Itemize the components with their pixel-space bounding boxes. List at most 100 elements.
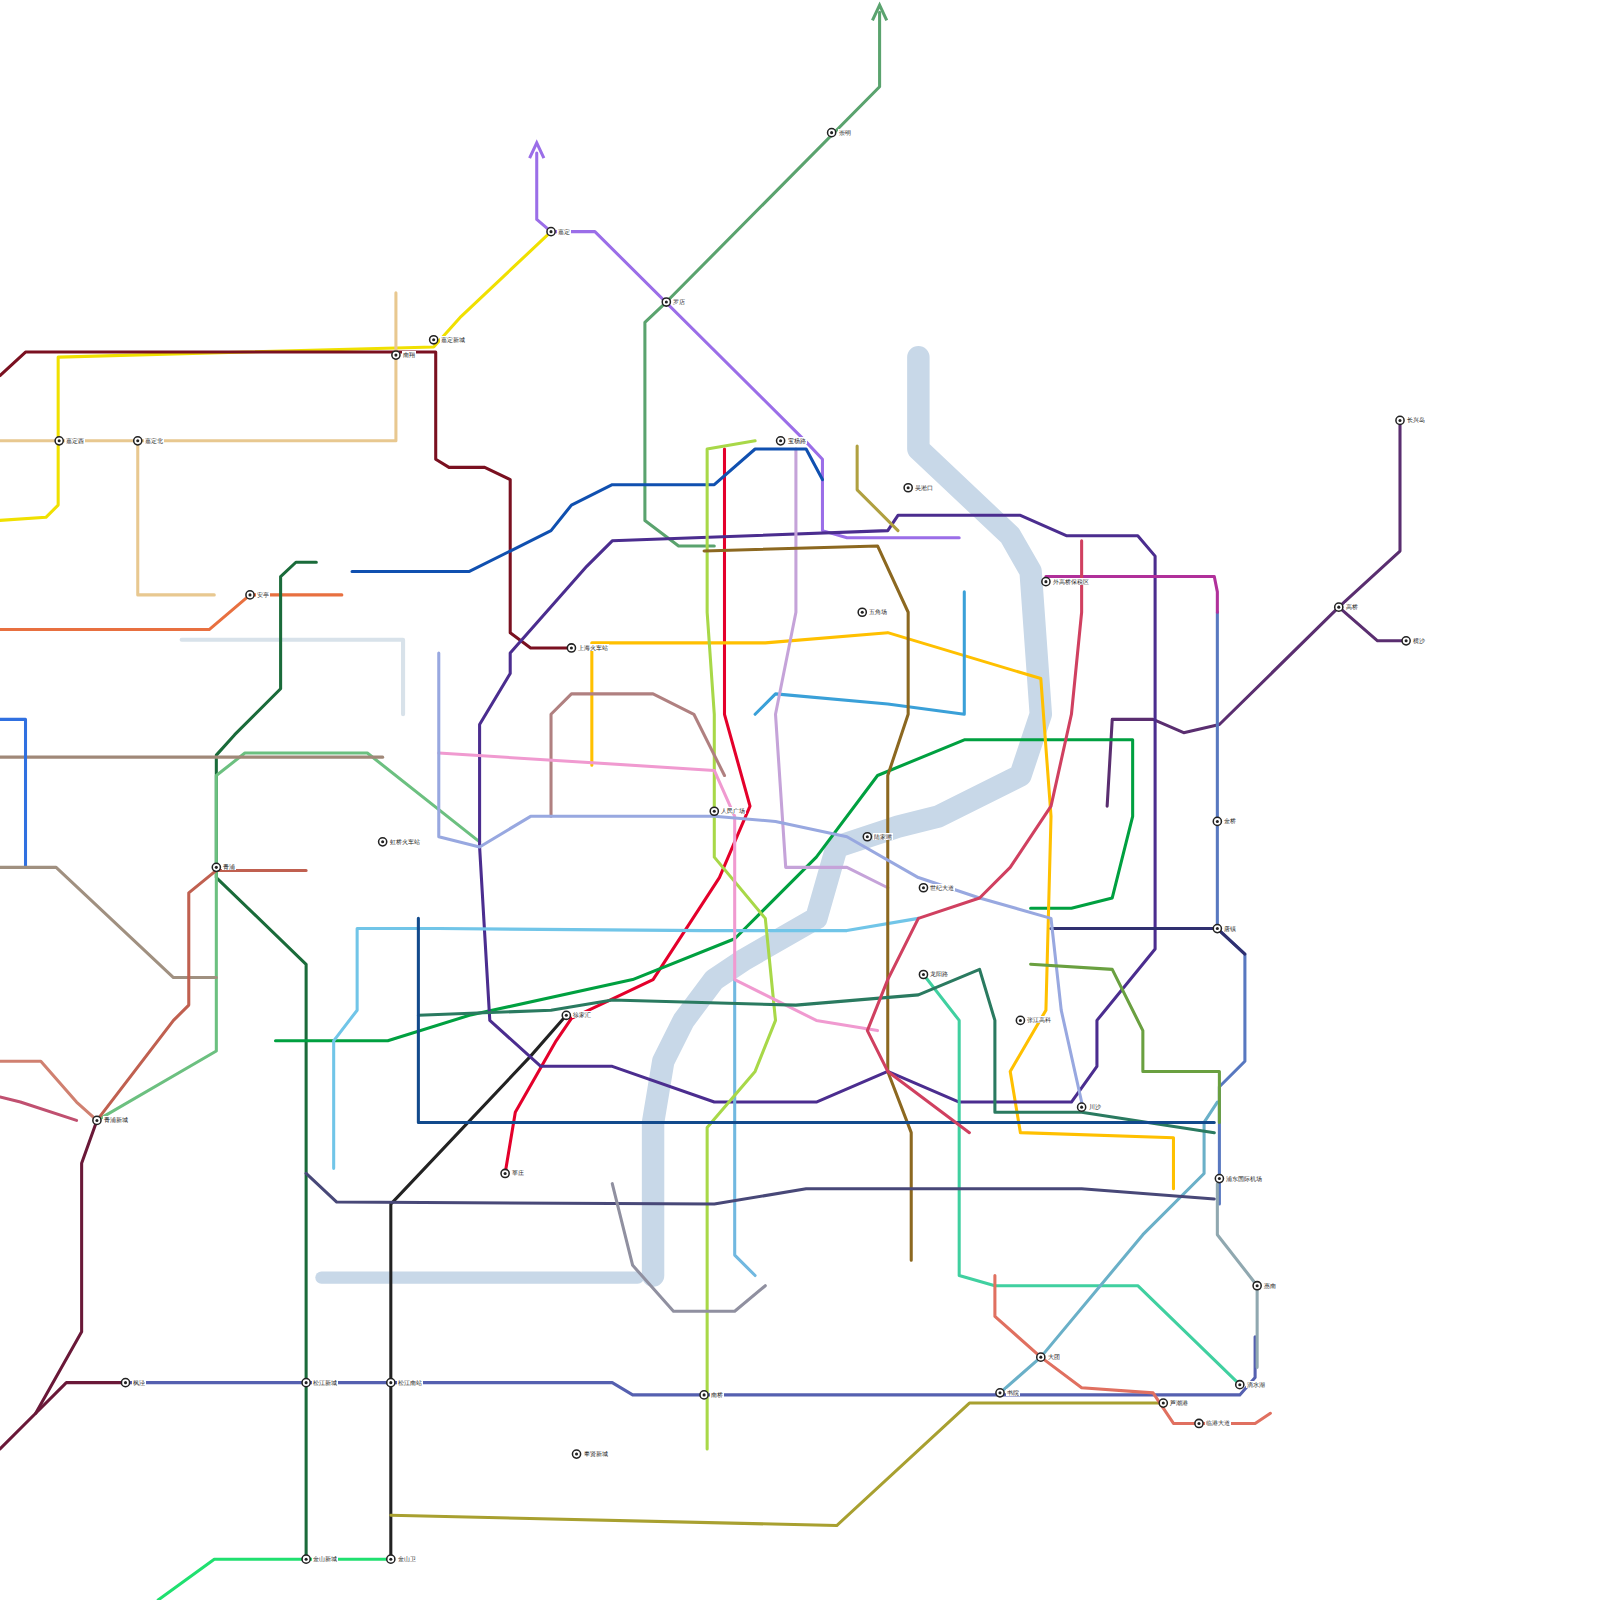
station-symbol	[919, 884, 927, 892]
station-symbol	[1256, 1284, 1259, 1287]
station-symbol	[95, 1119, 98, 1122]
station-name: 宝杨路	[787, 437, 807, 444]
station-name: 张江高科	[1026, 1016, 1052, 1023]
metro-line	[1000, 1102, 1217, 1393]
station-symbol	[121, 1379, 129, 1387]
metro-line	[0, 293, 396, 441]
metro-line	[592, 633, 1174, 1189]
station-symbol	[1405, 639, 1408, 642]
metro-line	[1046, 577, 1217, 613]
station-name: 崇明	[838, 129, 852, 136]
metro-line	[97, 870, 306, 1120]
station-symbol	[389, 1381, 392, 1384]
station-symbol	[922, 973, 925, 976]
station-symbol	[1197, 1422, 1200, 1425]
station-name: 高桥	[1345, 603, 1359, 610]
station-symbol	[124, 1381, 127, 1384]
station-symbol	[665, 301, 668, 304]
station-symbol	[1253, 1282, 1261, 1290]
station-symbol	[1218, 1177, 1221, 1180]
station-symbol	[392, 351, 400, 359]
station-symbol	[866, 835, 869, 838]
metro-line	[334, 918, 919, 1168]
station-symbol	[302, 1379, 310, 1387]
station-symbol	[549, 230, 552, 233]
station-symbol	[246, 591, 254, 599]
metro-line	[391, 1403, 1163, 1525]
station-symbol	[1162, 1402, 1165, 1405]
station-symbol	[570, 646, 573, 649]
station-name: 大团	[1047, 1353, 1061, 1360]
station-symbol	[1337, 606, 1340, 609]
station-name: 长兴岛	[1406, 416, 1426, 423]
station-symbol	[1238, 1383, 1241, 1386]
station-name: 川沙	[1088, 1103, 1102, 1110]
station-symbol	[93, 1116, 101, 1124]
station-symbol	[572, 1450, 580, 1458]
station-symbol	[1044, 580, 1047, 583]
metro-line	[867, 541, 1081, 1133]
station-symbol	[432, 338, 435, 341]
station-symbol	[215, 866, 218, 869]
station-name: 徐家汇	[572, 1011, 592, 1018]
metro-line	[276, 740, 1133, 1041]
station-name: 嘉定	[557, 228, 571, 235]
station-name: 青浦	[222, 863, 236, 870]
station-name: 唐镇	[1223, 925, 1237, 932]
station-symbol	[830, 131, 833, 134]
station-symbol	[922, 886, 925, 889]
station-name: 浦东国际机场	[1225, 1175, 1263, 1182]
station-symbol	[1398, 419, 1401, 422]
metro-line	[352, 449, 822, 571]
station-symbol	[387, 1555, 395, 1563]
station-symbol	[1335, 603, 1343, 611]
metro-line	[0, 352, 571, 648]
station-symbol	[710, 807, 718, 815]
station-symbol	[504, 1172, 507, 1175]
station-symbol	[379, 838, 387, 846]
station-name: 虹桥火车站	[389, 838, 421, 845]
station-symbol	[394, 354, 397, 357]
station-name: 嘉定新城	[440, 336, 466, 343]
station-symbol	[919, 970, 927, 978]
metro-line	[707, 441, 775, 1449]
river	[321, 1271, 637, 1283]
station-name: 人民广场	[720, 807, 746, 814]
station-symbol	[998, 1391, 1001, 1394]
metro-line	[418, 969, 1214, 1132]
station-name: 横沙	[1412, 637, 1426, 644]
metro-line	[0, 1061, 97, 1120]
station-symbol	[381, 840, 384, 843]
station-symbol	[713, 810, 716, 813]
station-symbol	[1037, 1353, 1045, 1361]
metro-line	[1107, 607, 1339, 806]
station-name: 松江南站	[397, 1379, 423, 1386]
metro-line	[645, 12, 880, 546]
metro-line	[0, 232, 551, 521]
metro-line	[306, 1173, 1214, 1204]
metro-line	[158, 1559, 391, 1600]
station-symbol	[1216, 927, 1219, 930]
metro-line	[0, 756, 383, 759]
station-symbol	[1195, 1419, 1203, 1427]
metro-line	[857, 446, 898, 531]
line-arrow	[530, 143, 544, 158]
station-name: 金山卫	[397, 1555, 417, 1562]
station-symbol	[1159, 1399, 1167, 1407]
station-symbol	[136, 439, 139, 442]
station-symbol	[703, 1393, 706, 1396]
station-symbol	[861, 611, 864, 614]
metro-line	[776, 449, 888, 888]
station-symbol	[430, 336, 438, 344]
metro-line	[0, 595, 342, 630]
station-symbol	[302, 1555, 310, 1563]
station-symbol	[562, 1011, 570, 1019]
station-symbol	[305, 1381, 308, 1384]
metro-line	[1217, 1184, 1257, 1368]
station-symbol	[858, 608, 866, 616]
station-name: 安亭	[256, 591, 270, 598]
station-symbol	[575, 1453, 578, 1456]
station-symbol	[662, 298, 670, 306]
metro-line	[0, 719, 26, 867]
station-name: 莘庄	[511, 1169, 525, 1176]
